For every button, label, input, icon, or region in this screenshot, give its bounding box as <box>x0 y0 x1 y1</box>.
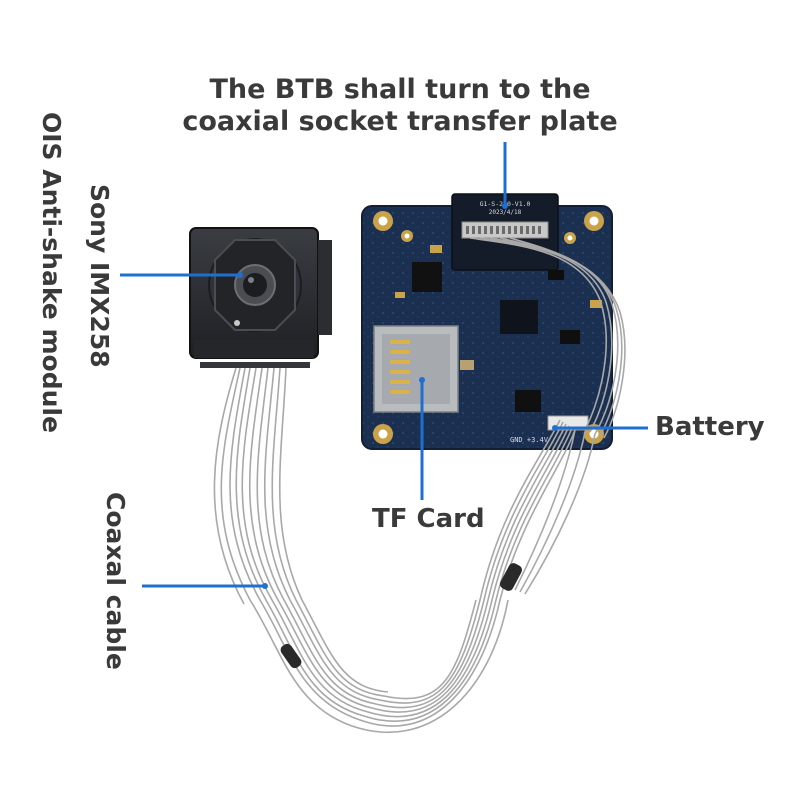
btb-callout: The BTB shall turn to the coaxial socket… <box>0 74 800 138</box>
coaxial-cable <box>213 237 626 734</box>
camera-module <box>189 227 332 368</box>
btb-callout-line2: coaxial socket transfer plate <box>182 106 618 137</box>
tf-card-callout: TF Card <box>372 504 485 534</box>
tf-card-slot <box>373 325 459 413</box>
coaxal-cable-callout: Coaxal cable <box>101 492 130 670</box>
battery-callout: Battery <box>655 412 765 442</box>
connector-date: 2023/4/18 <box>489 209 522 216</box>
btb-callout-line1: The BTB shall turn to the <box>209 74 591 105</box>
pcb-board: G1-S-2.0-V1.0 2023/4/18 <box>361 193 613 450</box>
power-label: GND +3.4V <box>510 436 549 444</box>
sony-callout: Sony IMX258 <box>85 184 114 368</box>
pointer-lines <box>120 142 648 588</box>
ois-callout: OIS Anti-shake module <box>37 112 66 433</box>
